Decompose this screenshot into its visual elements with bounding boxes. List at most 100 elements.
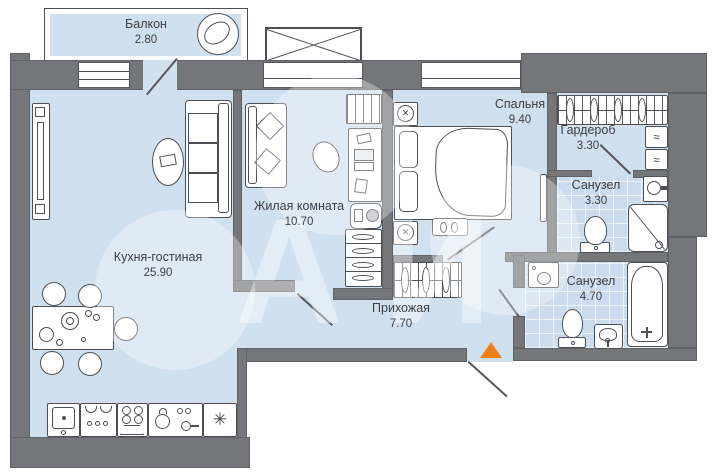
sink-basin — [647, 181, 661, 195]
fan-cross: ✕ — [401, 227, 410, 237]
cup-icon — [185, 408, 191, 414]
wall-bathrooms-divider — [505, 252, 668, 262]
burner — [134, 406, 143, 415]
laptop-screen — [354, 149, 374, 161]
balcony-door-opening — [143, 60, 177, 90]
wall-sofa-divider — [233, 90, 242, 292]
chair — [78, 284, 102, 308]
room-name: Балкон — [125, 17, 167, 31]
pan-icon — [181, 421, 191, 431]
bed — [394, 126, 512, 220]
tv-stand — [32, 103, 50, 220]
burner — [134, 415, 143, 424]
window-sill-line — [264, 78, 362, 79]
hanger-clothes-icon — [401, 267, 409, 293]
burner — [122, 415, 131, 424]
dresser — [345, 229, 382, 287]
wall-bathroom2-left-lower — [513, 316, 525, 348]
pillow-icon — [399, 171, 418, 212]
room-name: Кухня-гостиная — [113, 250, 203, 264]
room-label-bathroom-2: Санузел 4.70 — [567, 274, 616, 304]
room-label-hallway: Прихожая 7.70 — [372, 301, 430, 331]
laptop-keyboard — [354, 162, 374, 171]
folded-clothes-icon: ≈ — [653, 152, 660, 167]
knob-dot — [87, 421, 92, 426]
room-name: Спальня — [494, 97, 546, 111]
wall-living-bottom-stub — [333, 288, 393, 300]
hanger-clothes-icon — [422, 267, 430, 293]
nightstand-plant: ✕ — [393, 221, 418, 245]
side-unit — [350, 203, 382, 229]
room-name: Прихожая — [372, 301, 430, 315]
toilet-button — [594, 246, 598, 250]
wall-bathroom2-left-upper — [513, 255, 525, 288]
room-area: 9.40 — [508, 113, 532, 126]
plate-inner — [66, 317, 74, 325]
wall-left — [10, 53, 30, 468]
fridge-snowflake-icon: ✳ — [212, 410, 228, 429]
room-label-bathroom-1: Санузел 3.30 — [572, 178, 621, 208]
tv-screen — [37, 122, 44, 200]
hallway-wardrobe — [393, 262, 462, 298]
window-living — [263, 62, 363, 88]
room-area: 3.30 — [584, 194, 608, 207]
chair — [42, 282, 66, 306]
wardrobe-shelf: ≈ — [645, 126, 668, 148]
washer-knob — [532, 266, 536, 270]
tv-speaker-top — [35, 107, 45, 117]
hanger-clothes-icon — [614, 98, 622, 122]
chair — [114, 317, 138, 341]
fan-icon: ✕ — [397, 105, 414, 122]
shower-diagonal — [630, 207, 665, 250]
room-name: Жилая комната — [253, 199, 345, 213]
room-name: Санузел — [566, 274, 616, 288]
hanger-clothes-icon — [442, 267, 450, 293]
wall-top-right-block — [521, 53, 707, 93]
window-sill-line — [422, 78, 520, 79]
slipper-icon — [440, 222, 447, 233]
pillow-icon — [255, 111, 285, 141]
wall-right-lower — [668, 237, 697, 348]
cup-icon — [177, 408, 183, 414]
bathtub-drain — [645, 326, 648, 338]
burner — [122, 406, 131, 415]
wall-bottom-bathrooms — [513, 348, 697, 361]
drawer — [346, 230, 381, 244]
room-name: Санузел — [571, 178, 621, 192]
drawer-handle — [352, 275, 374, 281]
kettle-lid — [159, 408, 167, 414]
desk — [348, 128, 382, 202]
knob-dot — [95, 421, 100, 426]
pillow-icon — [399, 131, 418, 168]
bathtub — [627, 262, 668, 347]
fridge: ✳ — [203, 403, 237, 437]
fan-icon: ✕ — [397, 224, 414, 241]
hanger-clothes-icon — [590, 98, 598, 122]
room-area: 3.30 — [576, 139, 600, 152]
sofa-cushion — [188, 173, 218, 203]
kettle-icon — [155, 414, 170, 429]
toilet-button — [571, 341, 575, 345]
drawer-handle — [352, 248, 374, 254]
bathroom2-sink — [594, 324, 623, 349]
fan-cross: ✕ — [401, 108, 410, 118]
wall-kitchen-hall-stub — [233, 280, 295, 292]
drawer — [346, 272, 381, 285]
bathroom1-door-leaf — [540, 174, 547, 222]
slipper-mat — [432, 218, 468, 236]
bookshelf — [346, 94, 382, 124]
dining-table — [32, 306, 114, 350]
sink-basin — [52, 407, 75, 429]
sofa-living — [245, 103, 287, 188]
room-area: 25.90 — [143, 266, 173, 279]
window-sill-line — [79, 79, 129, 80]
sink-faucet — [61, 430, 66, 435]
sofa-cushion — [188, 143, 218, 173]
room-label-kitchen-living: Кухня-гостиная 25.90 — [114, 250, 202, 280]
plate-icon — [39, 327, 54, 342]
side-unit-drawer — [354, 209, 363, 222]
sofa-back — [248, 106, 257, 184]
wardrobe-shelf: ≈ — [645, 149, 668, 170]
wall-right-upper — [668, 93, 707, 237]
